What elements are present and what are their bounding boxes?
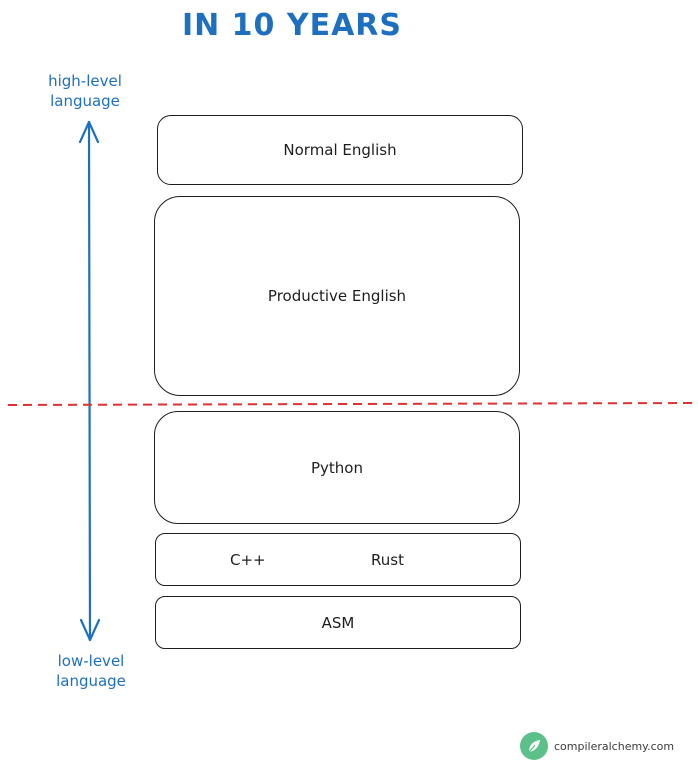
- footer-site-url[interactable]: compileralchemy.com: [554, 739, 675, 753]
- low-level-label-line2: language: [56, 672, 126, 690]
- layer-cpp-label: C++: [230, 550, 266, 569]
- high-low-level-arrow-shaft: [87, 120, 92, 642]
- layer-python-label: Python: [311, 458, 363, 477]
- high-level-label-line2: language: [50, 92, 120, 110]
- red-dashed-divider: [7, 402, 693, 406]
- layer-asm-label: ASM: [321, 613, 355, 632]
- layer-productive-english: Productive English: [154, 196, 520, 396]
- layer-python: Python: [154, 411, 520, 524]
- low-level-label-line1: low-level: [57, 652, 125, 670]
- layer-systems-languages: C++ Rust: [155, 533, 521, 586]
- low-level-label: low-level language: [36, 651, 146, 691]
- layer-normal-english-label: Normal English: [283, 141, 397, 159]
- up-arrowhead-icon: [78, 120, 100, 144]
- diagram-title: IN 10 YEARS: [181, 8, 403, 43]
- down-arrowhead-icon: [79, 618, 101, 642]
- layer-asm: ASM: [155, 596, 521, 649]
- high-level-label: high-level language: [30, 71, 140, 111]
- layer-rust-label: Rust: [371, 550, 404, 569]
- leaf-logo-icon: [520, 732, 548, 760]
- footer-branding: compileralchemy.com: [520, 732, 674, 760]
- layer-productive-english-label: Productive English: [267, 287, 407, 305]
- high-level-label-line1: high-level: [48, 72, 122, 90]
- layer-normal-english: Normal English: [157, 115, 523, 185]
